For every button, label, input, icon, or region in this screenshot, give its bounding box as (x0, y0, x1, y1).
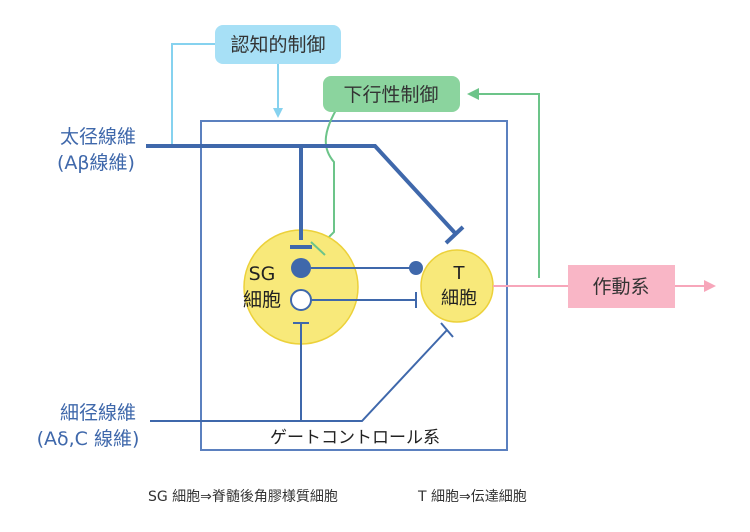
t-cell (420, 249, 494, 323)
sg-cell-label-top: SG (249, 263, 276, 285)
descending-control-label: 下行性制御 (343, 84, 438, 106)
effector-label: 作動系 (592, 276, 649, 298)
t-cell-input-node (409, 261, 423, 275)
descending-control-line (317, 109, 337, 249)
footnote-sg: SG 細胞⇒脊髄後角膠様質細胞 (148, 489, 338, 505)
thin-fiber-t-bar (440, 322, 454, 338)
cognitive-control-box (215, 25, 341, 64)
thick-fiber-line (146, 144, 457, 235)
t-cell-label-bottom: 細胞 (441, 288, 477, 309)
thick-fiber-label: 太径線維 (60, 126, 136, 148)
cognitive-control-label: 認知的制御 (230, 34, 325, 56)
sg-cell-label-bottom: 細胞 (243, 289, 281, 311)
cognitive-control-line (171, 43, 215, 146)
thin-fiber-label: 細径線維 (60, 402, 136, 424)
effector-box (568, 265, 675, 308)
footnote-t: T 細胞⇒伝達細胞 (417, 489, 527, 505)
sg-excitatory-node (291, 258, 311, 278)
thin-fiber-line (150, 329, 448, 422)
sg-inhibitory-node (290, 289, 312, 311)
thin-fiber-sublabel: (Aδ,C 線維) (37, 428, 140, 450)
gate-control-label: ゲートコントロール系 (270, 428, 440, 448)
descending-feedback-line (467, 88, 540, 278)
descending-control-box (323, 76, 460, 112)
thick-fiber-t-excite-bar (444, 225, 465, 245)
thick-fiber-sublabel: (Aβ線維) (57, 152, 135, 174)
descending-inhibit-bar (310, 241, 326, 256)
t-cell-label-top: T (453, 263, 466, 284)
